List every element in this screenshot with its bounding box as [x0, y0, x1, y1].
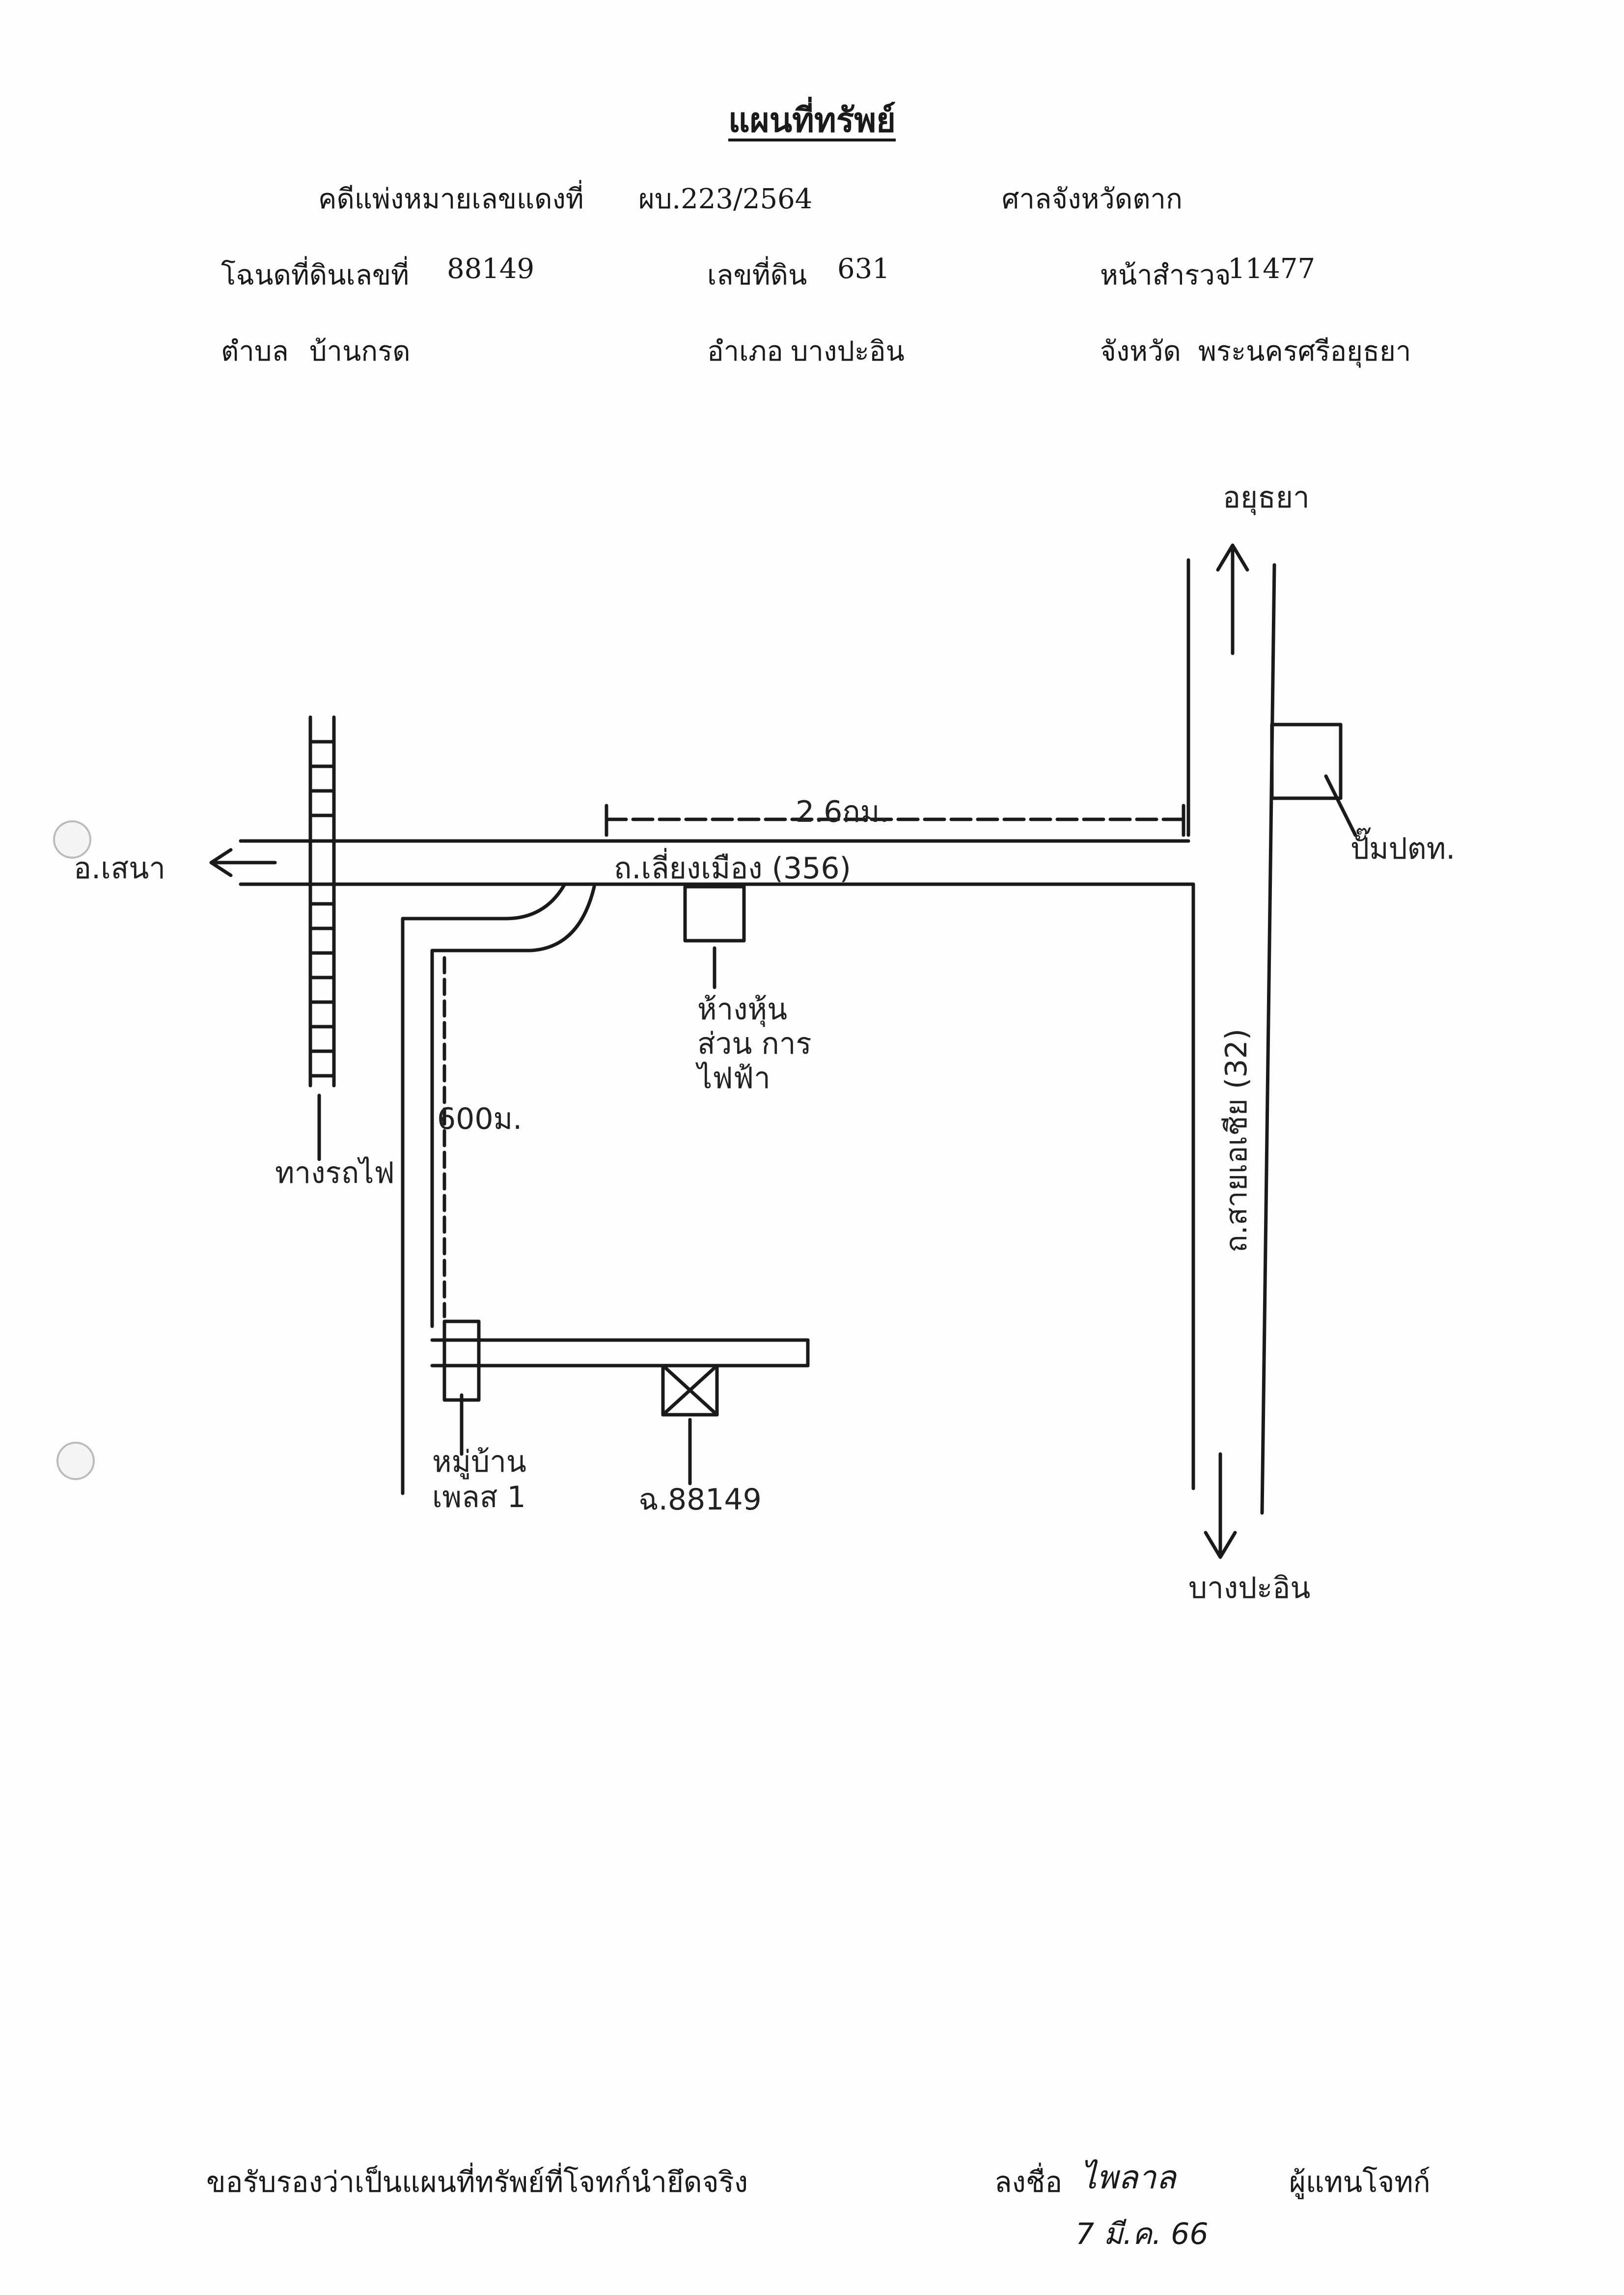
- sign-date: 7 มี.ค. 66: [1075, 2217, 1209, 2251]
- soi-road-outer: [401, 882, 567, 1495]
- company-building: [683, 885, 746, 943]
- tambon-label: ตำบล: [221, 336, 289, 367]
- village-gate: [442, 1319, 481, 1402]
- survey-number: 11477: [1228, 253, 1316, 285]
- land-label: เลขที่ดิน: [707, 259, 807, 291]
- bypass-road-label: ถ.เลี่ยงเมือง (356): [614, 851, 851, 886]
- deed-label: โฉนดที่ดินเลขที่: [221, 259, 410, 291]
- gas-station-label: ปั๊มปตท.: [1350, 832, 1456, 866]
- west-arrowhead: [209, 848, 233, 877]
- main-road-label: ถ.สายเอเชีย (32): [1219, 1028, 1254, 1253]
- amphoe-label: อำเภอ: [707, 336, 783, 367]
- land-number: 631: [837, 253, 890, 285]
- case-number: ผบ.223/2564: [638, 183, 813, 215]
- gas-station-arrow: [1324, 774, 1357, 837]
- province-label: จังหวัด: [1100, 336, 1181, 367]
- north-arrowhead: [1216, 543, 1249, 572]
- certify-text: ขอรับรองว่าเป็นแผนที่ทรัพย์ที่โจทก์นำยึด…: [206, 2165, 748, 2199]
- punch-hole-top: [53, 820, 91, 859]
- distance-top-label: 2.6กม.: [796, 795, 889, 829]
- west-label: อ.เสนา: [74, 851, 165, 886]
- plot-label: ฉ.88149: [638, 1483, 762, 1517]
- amphoe-value: บางปะอิน: [791, 336, 905, 367]
- south-arrowhead: [1204, 1531, 1237, 1559]
- survey-label: หน้าสำรวจ: [1100, 259, 1231, 291]
- province-value: พระนครศรีอยุธยา: [1198, 336, 1411, 367]
- main-road-right: [1260, 563, 1276, 1515]
- north-label: อยุธยา: [1223, 480, 1310, 515]
- punch-hole-bottom: [56, 1442, 95, 1480]
- signer-role: ผู้แทนโจทก์: [1289, 2165, 1431, 2199]
- sign-label: ลงชื่อ: [994, 2165, 1063, 2199]
- company-label: ห้างหุ้นส่วน การไฟฟ้า: [697, 992, 812, 1095]
- plot-box: [661, 1364, 719, 1417]
- signature: ไพลาล: [1080, 2158, 1176, 2196]
- gas-station: [1270, 723, 1343, 800]
- distance-side-label: 600ม.: [437, 1102, 523, 1136]
- deed-number: 88149: [447, 253, 535, 285]
- case-label: คดีแพ่งหมายเลขแดงที่: [318, 183, 584, 215]
- soi-road-inner: [430, 885, 596, 1328]
- village-label: หมู่บ้าน เพลส 1: [432, 1445, 526, 1514]
- south-label: บางปะอิน: [1188, 1571, 1311, 1605]
- court-name: ศาลจังหวัดตาก: [1002, 183, 1183, 215]
- tambon-value: บ้านกรด: [309, 336, 411, 367]
- railway-label: ทางรถไฟ: [275, 1156, 395, 1190]
- document-title: แผนที่ทรัพย์: [728, 101, 896, 140]
